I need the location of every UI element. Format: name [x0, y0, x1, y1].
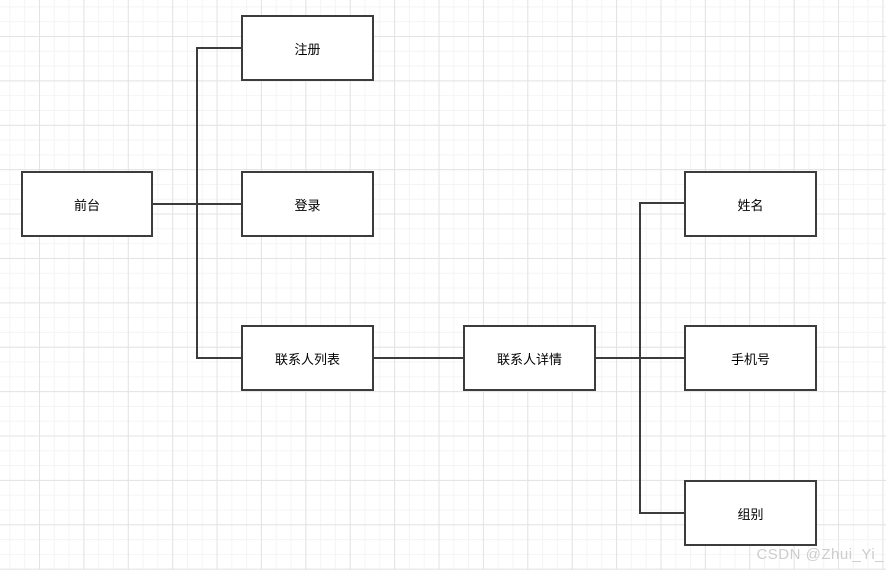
node-contact-list-label: 联系人列表: [274, 351, 340, 367]
connector-left-trunk[interactable]: [196, 47, 198, 359]
node-front-desk-label: 前台: [73, 197, 100, 213]
watermark: CSDN @Zhui_Yi_: [756, 546, 884, 563]
connector-contactdetail-group[interactable]: [639, 512, 685, 514]
node-phone[interactable]: 手机号: [684, 325, 817, 391]
connector-frontdesk-register[interactable]: [196, 47, 242, 49]
node-front-desk[interactable]: 前台: [21, 171, 153, 237]
node-contact-detail-label: 联系人详情: [496, 351, 562, 367]
node-contact-detail[interactable]: 联系人详情: [463, 325, 596, 391]
node-group[interactable]: 组别: [684, 480, 817, 546]
node-login-label: 登录: [294, 197, 321, 213]
node-register[interactable]: 注册: [241, 15, 374, 81]
node-contact-list[interactable]: 联系人列表: [241, 325, 374, 391]
connector-right-trunk[interactable]: [639, 202, 641, 514]
connector-contactlist-contactdetail[interactable]: [373, 357, 464, 359]
node-login[interactable]: 登录: [241, 171, 374, 237]
node-name[interactable]: 姓名: [684, 171, 817, 237]
node-register-label: 注册: [294, 41, 321, 57]
connector-contactdetail-name[interactable]: [639, 202, 685, 204]
node-phone-label: 手机号: [730, 351, 770, 367]
node-name-label: 姓名: [737, 197, 764, 213]
connector-frontdesk-contactlist[interactable]: [196, 357, 242, 359]
node-group-label: 组别: [737, 506, 764, 522]
